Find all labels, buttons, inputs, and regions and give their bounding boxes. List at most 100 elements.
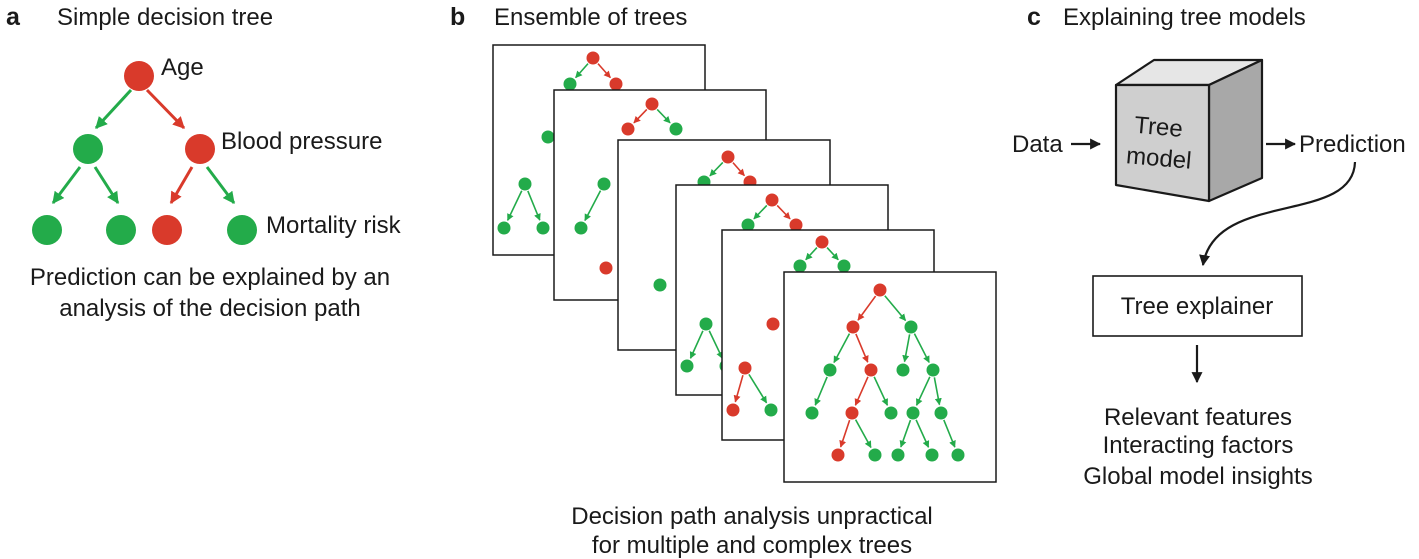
tree-node <box>721 150 735 164</box>
tree-node <box>815 235 829 249</box>
tree-edge <box>902 334 911 363</box>
tree-node <box>574 221 588 235</box>
tree-node <box>518 177 532 191</box>
tree-node <box>563 77 577 91</box>
tree-node <box>884 406 898 420</box>
tree-node <box>934 406 948 420</box>
tree-node <box>896 363 910 377</box>
tree-edge <box>899 419 912 448</box>
output-interacting-factors: Interacting factors <box>1103 432 1294 459</box>
tree-card-frame <box>783 271 997 483</box>
edge-l-lr <box>93 166 120 205</box>
tree-edge <box>943 419 956 448</box>
tree-edge <box>733 374 744 403</box>
tree-node <box>765 193 779 207</box>
panel-b-title: Ensemble of trees <box>494 4 687 31</box>
tree-node <box>864 363 878 377</box>
tree-edge <box>776 204 791 220</box>
tree-edge <box>915 419 930 448</box>
tree-node <box>609 77 623 91</box>
output-global-insights: Global model insights <box>1083 463 1312 490</box>
tree-node <box>906 406 920 420</box>
node-blood-pressure <box>185 134 215 164</box>
tree-node <box>669 122 683 136</box>
panel-b: b Ensemble of trees Decision path analys… <box>450 3 997 559</box>
edge-r-rr <box>205 166 236 204</box>
edge-r-rl <box>169 166 194 205</box>
tree-edge <box>689 330 704 359</box>
cube-front <box>1114 83 1211 203</box>
panel-a-caption-line-1: Prediction can be explained by an <box>30 264 390 291</box>
panel-c: c Explaining tree models Data Tree model… <box>1012 3 1406 490</box>
label-age: Age <box>161 54 204 81</box>
tree-node <box>805 406 819 420</box>
tree-edge <box>506 190 523 221</box>
leaf-1 <box>32 215 62 245</box>
tree-edge <box>857 295 877 321</box>
tree-node <box>837 259 851 273</box>
tree-edge <box>575 63 589 79</box>
tree-edge <box>633 108 648 124</box>
tree-edge <box>855 333 869 363</box>
tree-node <box>621 122 635 136</box>
tree-node <box>868 448 882 462</box>
tree-card-stack <box>492 44 997 483</box>
tree-node <box>541 130 555 144</box>
tree-edge <box>854 419 872 449</box>
panel-b-letter: b <box>450 3 465 31</box>
tree-node <box>699 317 713 331</box>
cube-side <box>1207 58 1264 203</box>
panel-a-title: Simple decision tree <box>57 4 273 31</box>
tree-edge <box>933 377 942 406</box>
tree-edge <box>913 333 930 364</box>
tree-node <box>764 403 778 417</box>
leaf-4 <box>227 215 257 245</box>
label-blood-pressure: Blood pressure <box>221 128 382 155</box>
tree-node <box>831 448 845 462</box>
tree-node <box>497 221 511 235</box>
leaf-2 <box>106 215 136 245</box>
panel-a-letter: a <box>6 3 21 31</box>
panel-a: a Simple decision tree Age Blood pressur… <box>6 3 402 322</box>
tree-edge <box>584 190 602 222</box>
tree-edge <box>833 333 851 364</box>
tree-node <box>845 406 859 420</box>
cube-label-line-1: Tree <box>1133 112 1184 143</box>
node-left <box>73 134 103 164</box>
tree-node <box>846 320 860 334</box>
panel-c-letter: c <box>1027 3 1041 31</box>
label-mortality-risk: Mortality risk <box>266 212 402 239</box>
tree-node <box>823 363 837 377</box>
edge-root-right <box>145 88 186 130</box>
tree-edge <box>884 295 907 322</box>
tree-node <box>891 448 905 462</box>
panel-c-title: Explaining tree models <box>1063 4 1306 31</box>
tree-node <box>536 221 550 235</box>
tree-node <box>738 361 752 375</box>
tree-node <box>680 359 694 373</box>
tree-edge <box>826 246 839 261</box>
leaf-3 <box>152 215 182 245</box>
tree-edge <box>873 376 889 406</box>
tree-node <box>586 51 600 65</box>
simple-tree <box>32 61 257 245</box>
tree-node <box>873 283 887 297</box>
tree-node <box>951 448 965 462</box>
edge-root-left <box>94 88 133 130</box>
tree-node <box>789 218 803 232</box>
tree-edge <box>709 161 724 177</box>
tree-edge <box>748 373 768 404</box>
tree-node <box>926 363 940 377</box>
node-age <box>124 61 154 91</box>
tree-edge <box>814 376 828 406</box>
tree-node <box>726 403 740 417</box>
tree-edge <box>597 63 611 79</box>
tree-edge <box>805 246 818 261</box>
tree-edge <box>527 190 541 221</box>
tree-edge <box>656 108 671 124</box>
tree-edge <box>708 330 724 359</box>
tree-edge <box>854 376 869 406</box>
cube-label-line-2: model <box>1125 142 1192 175</box>
output-relevant-features: Relevant features <box>1104 404 1292 431</box>
